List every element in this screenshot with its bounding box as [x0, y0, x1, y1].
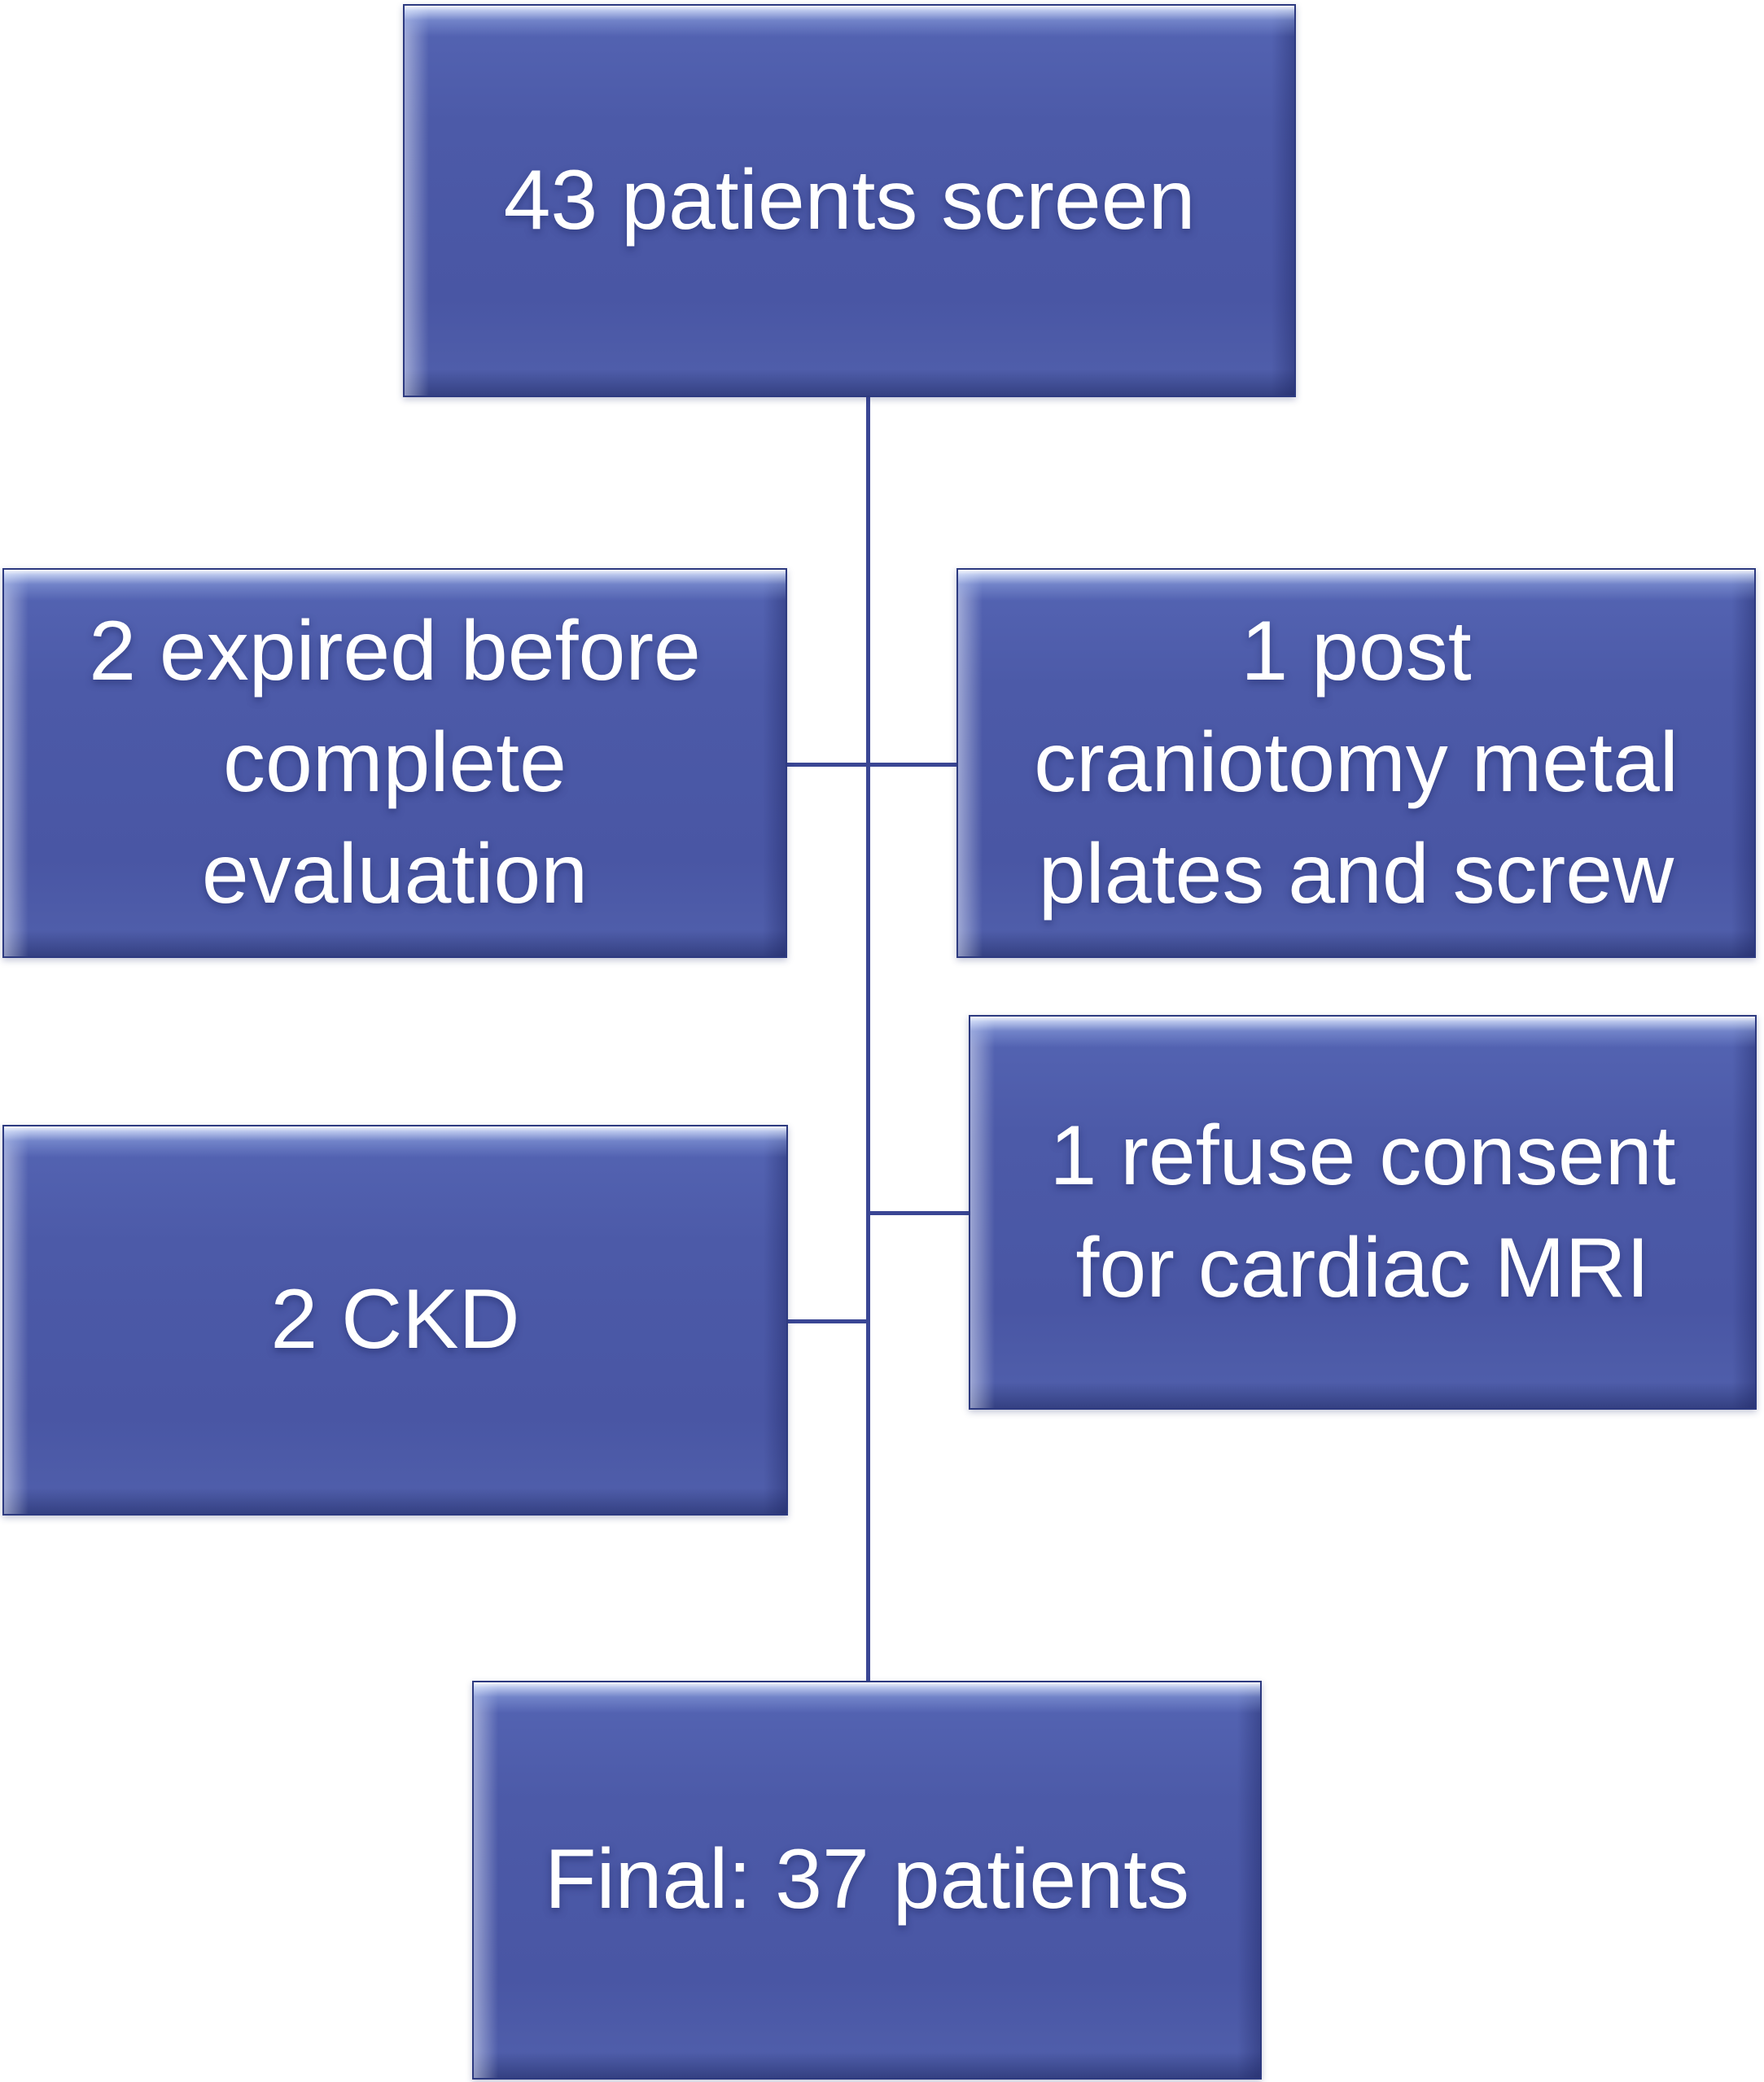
connector-ckd-branch [786, 1319, 869, 1323]
node-expired-before-evaluation-label: 2 expired before complete evaluation [89, 603, 701, 922]
node-ckd: 2 CKD [2, 1125, 788, 1516]
node-post-craniotomy-metal: 1 post craniotomy metal plates and screw [956, 568, 1756, 958]
node-patients-screened: 43 patients screen [403, 4, 1296, 397]
connector-refuse-branch [868, 1211, 970, 1215]
node-final-patients-label: Final: 37 patients [544, 1832, 1190, 1927]
node-post-craniotomy-metal-label: 1 post craniotomy metal plates and screw [1034, 603, 1679, 922]
node-refuse-consent-mri: 1 refuse consent for cardiac MRI [969, 1015, 1757, 1410]
node-refuse-consent-mri-label: 1 refuse consent for cardiac MRI [1049, 1109, 1676, 1315]
connector-expired-craniotomy [784, 763, 958, 767]
connector-vertical-main [866, 397, 870, 1681]
node-expired-before-evaluation: 2 expired before complete evaluation [2, 568, 787, 958]
node-final-patients: Final: 37 patients [472, 1681, 1262, 2080]
node-ckd-label: 2 CKD [270, 1272, 520, 1367]
node-patients-screened-label: 43 patients screen [503, 152, 1196, 247]
